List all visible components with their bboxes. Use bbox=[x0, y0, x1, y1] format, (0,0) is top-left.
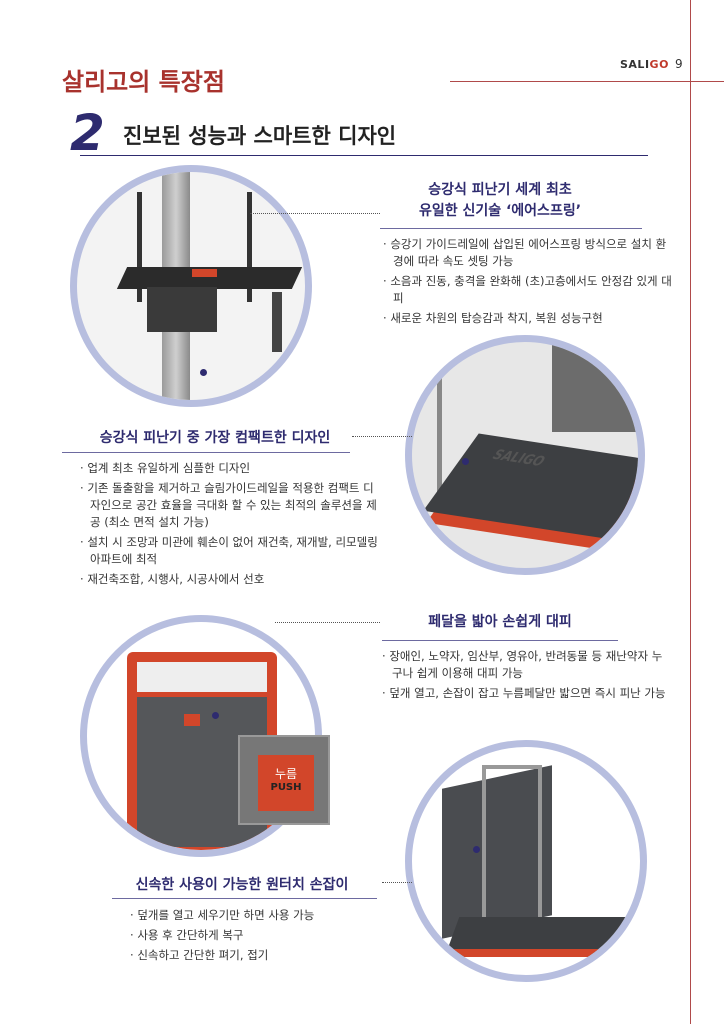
feature-heading: 신속한 사용이 가능한 원터치 손잡이 bbox=[135, 877, 349, 893]
heading-line: 유일한 신기술 ‘에어스프링’ bbox=[418, 203, 582, 219]
warning-labels bbox=[137, 662, 267, 692]
rod bbox=[137, 192, 142, 302]
image-air-spring bbox=[70, 165, 312, 407]
header-rule bbox=[450, 81, 724, 82]
housing bbox=[147, 287, 217, 332]
bullet: 장애인, 노약자, 임산부, 영유아, 반려동물 등 재난약자 누구나 쉽게 이… bbox=[382, 648, 672, 682]
brand-mark: SALIGO bbox=[620, 58, 669, 71]
bullet: 사용 후 간단하게 복구 bbox=[130, 927, 390, 944]
bullet: 덮개 열고, 손잡이 잡고 누름페달만 밟으면 즉시 피난 가능 bbox=[382, 685, 672, 702]
callout-dot bbox=[473, 846, 480, 853]
callout-dot bbox=[462, 458, 469, 465]
callout-dot bbox=[200, 369, 207, 376]
heading-rule bbox=[382, 640, 618, 641]
bullet: 새로운 차원의 탑승감과 착지, 복원 성능구현 bbox=[383, 310, 673, 327]
feature-heading: 페달을 밟아 손쉽게 대피 bbox=[428, 614, 572, 630]
bullet-list: 덮개를 열고 세우기만 하면 사용 가능 사용 후 간단하게 복구 신속하고 간… bbox=[130, 907, 390, 967]
section-rule bbox=[80, 155, 648, 156]
bullet-list: 승강기 가이드레일에 삽입된 에어스프링 방식으로 설치 환경에 따라 속도 셋… bbox=[383, 236, 673, 330]
brand-suffix: GO bbox=[649, 58, 669, 71]
wall bbox=[552, 342, 638, 432]
heading-rule bbox=[380, 228, 642, 229]
push-label-en: PUSH bbox=[270, 782, 302, 793]
leader-line bbox=[382, 882, 412, 883]
bullet-list: 업계 최초 유일하게 심플한 디자인 기존 돌출함을 제거하고 슬림가이드레일을… bbox=[80, 460, 380, 591]
callout-dot bbox=[212, 712, 219, 719]
bullet: 기존 돌출함을 제거하고 슬림가이드레일을 적용한 컴팩트 디자인으로 공간 효… bbox=[80, 480, 380, 531]
feature-heading: 승강식 피난기 중 가장 컴팩트한 디자인 bbox=[99, 430, 331, 446]
bullet: 소음과 진동, 충격을 완화해 (초)고층에서도 안정감 있게 대피 bbox=[383, 273, 673, 307]
bullet: 재건축조합, 시행사, 시공사에서 선호 bbox=[80, 571, 380, 588]
margin-line-vertical bbox=[690, 0, 691, 1024]
bullet: 신속하고 간단한 펴기, 접기 bbox=[130, 947, 390, 964]
red-lever bbox=[192, 269, 217, 277]
section-number: 2 bbox=[70, 104, 105, 162]
pedal-small bbox=[184, 714, 200, 726]
heading-line: 승강식 피난기 세계 최초 bbox=[428, 182, 572, 198]
pedal-closeup: 누름 PUSH bbox=[238, 735, 330, 825]
image-compact-design: SALIGO bbox=[405, 335, 645, 575]
bullet: 업계 최초 유일하게 심플한 디자인 bbox=[80, 460, 380, 477]
section-title: 진보된 성능과 스마트한 디자인 bbox=[123, 124, 397, 148]
bullet-list: 장애인, 노약자, 임산부, 영유아, 반려동물 등 재난약자 누구나 쉽게 이… bbox=[382, 648, 672, 705]
bullet: 승강기 가이드레일에 삽입된 에어스프링 방식으로 설치 환경에 따라 속도 셋… bbox=[383, 236, 673, 270]
image-handle bbox=[405, 740, 647, 982]
brand-prefix: SALI bbox=[620, 58, 650, 71]
heading-rule bbox=[112, 898, 377, 899]
base bbox=[444, 917, 630, 957]
lid-logo: SALIGO bbox=[488, 447, 549, 470]
rod bbox=[247, 192, 252, 302]
handle-frame bbox=[482, 765, 542, 935]
bullet: 설치 시 조망과 미관에 훼손이 없어 재건축, 재개발, 리모델링 아파트에 … bbox=[80, 534, 380, 568]
rail bbox=[437, 342, 442, 502]
leader-line bbox=[275, 622, 380, 623]
push-button: 누름 PUSH bbox=[258, 755, 314, 811]
bullet: 덮개를 열고 세우기만 하면 사용 가능 bbox=[130, 907, 390, 924]
heading-rule bbox=[62, 452, 350, 453]
leader-line bbox=[250, 213, 380, 214]
page-title: 살리고의 특장점 bbox=[62, 68, 225, 96]
leader-line bbox=[352, 436, 412, 437]
page-number: 9 bbox=[675, 57, 683, 71]
spring bbox=[272, 292, 282, 352]
push-label-ko: 누름 bbox=[274, 767, 298, 781]
